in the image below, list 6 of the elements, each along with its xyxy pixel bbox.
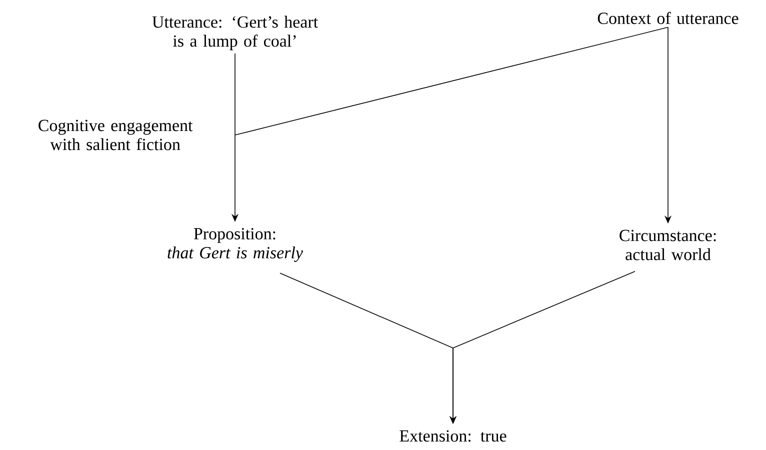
node-text: Cognitive engagement with salient fiction bbox=[38, 120, 193, 150]
node-text: Extension: true bbox=[400, 430, 506, 442]
node-text: Context of utterance bbox=[598, 12, 738, 24]
node-text: Proposition: that Gert is miserly bbox=[168, 228, 303, 262]
node-text: Circumstance: actual world bbox=[620, 230, 716, 260]
node-text: Utterance: ‘Gert’s heart is a lump of coal’ bbox=[152, 16, 318, 50]
